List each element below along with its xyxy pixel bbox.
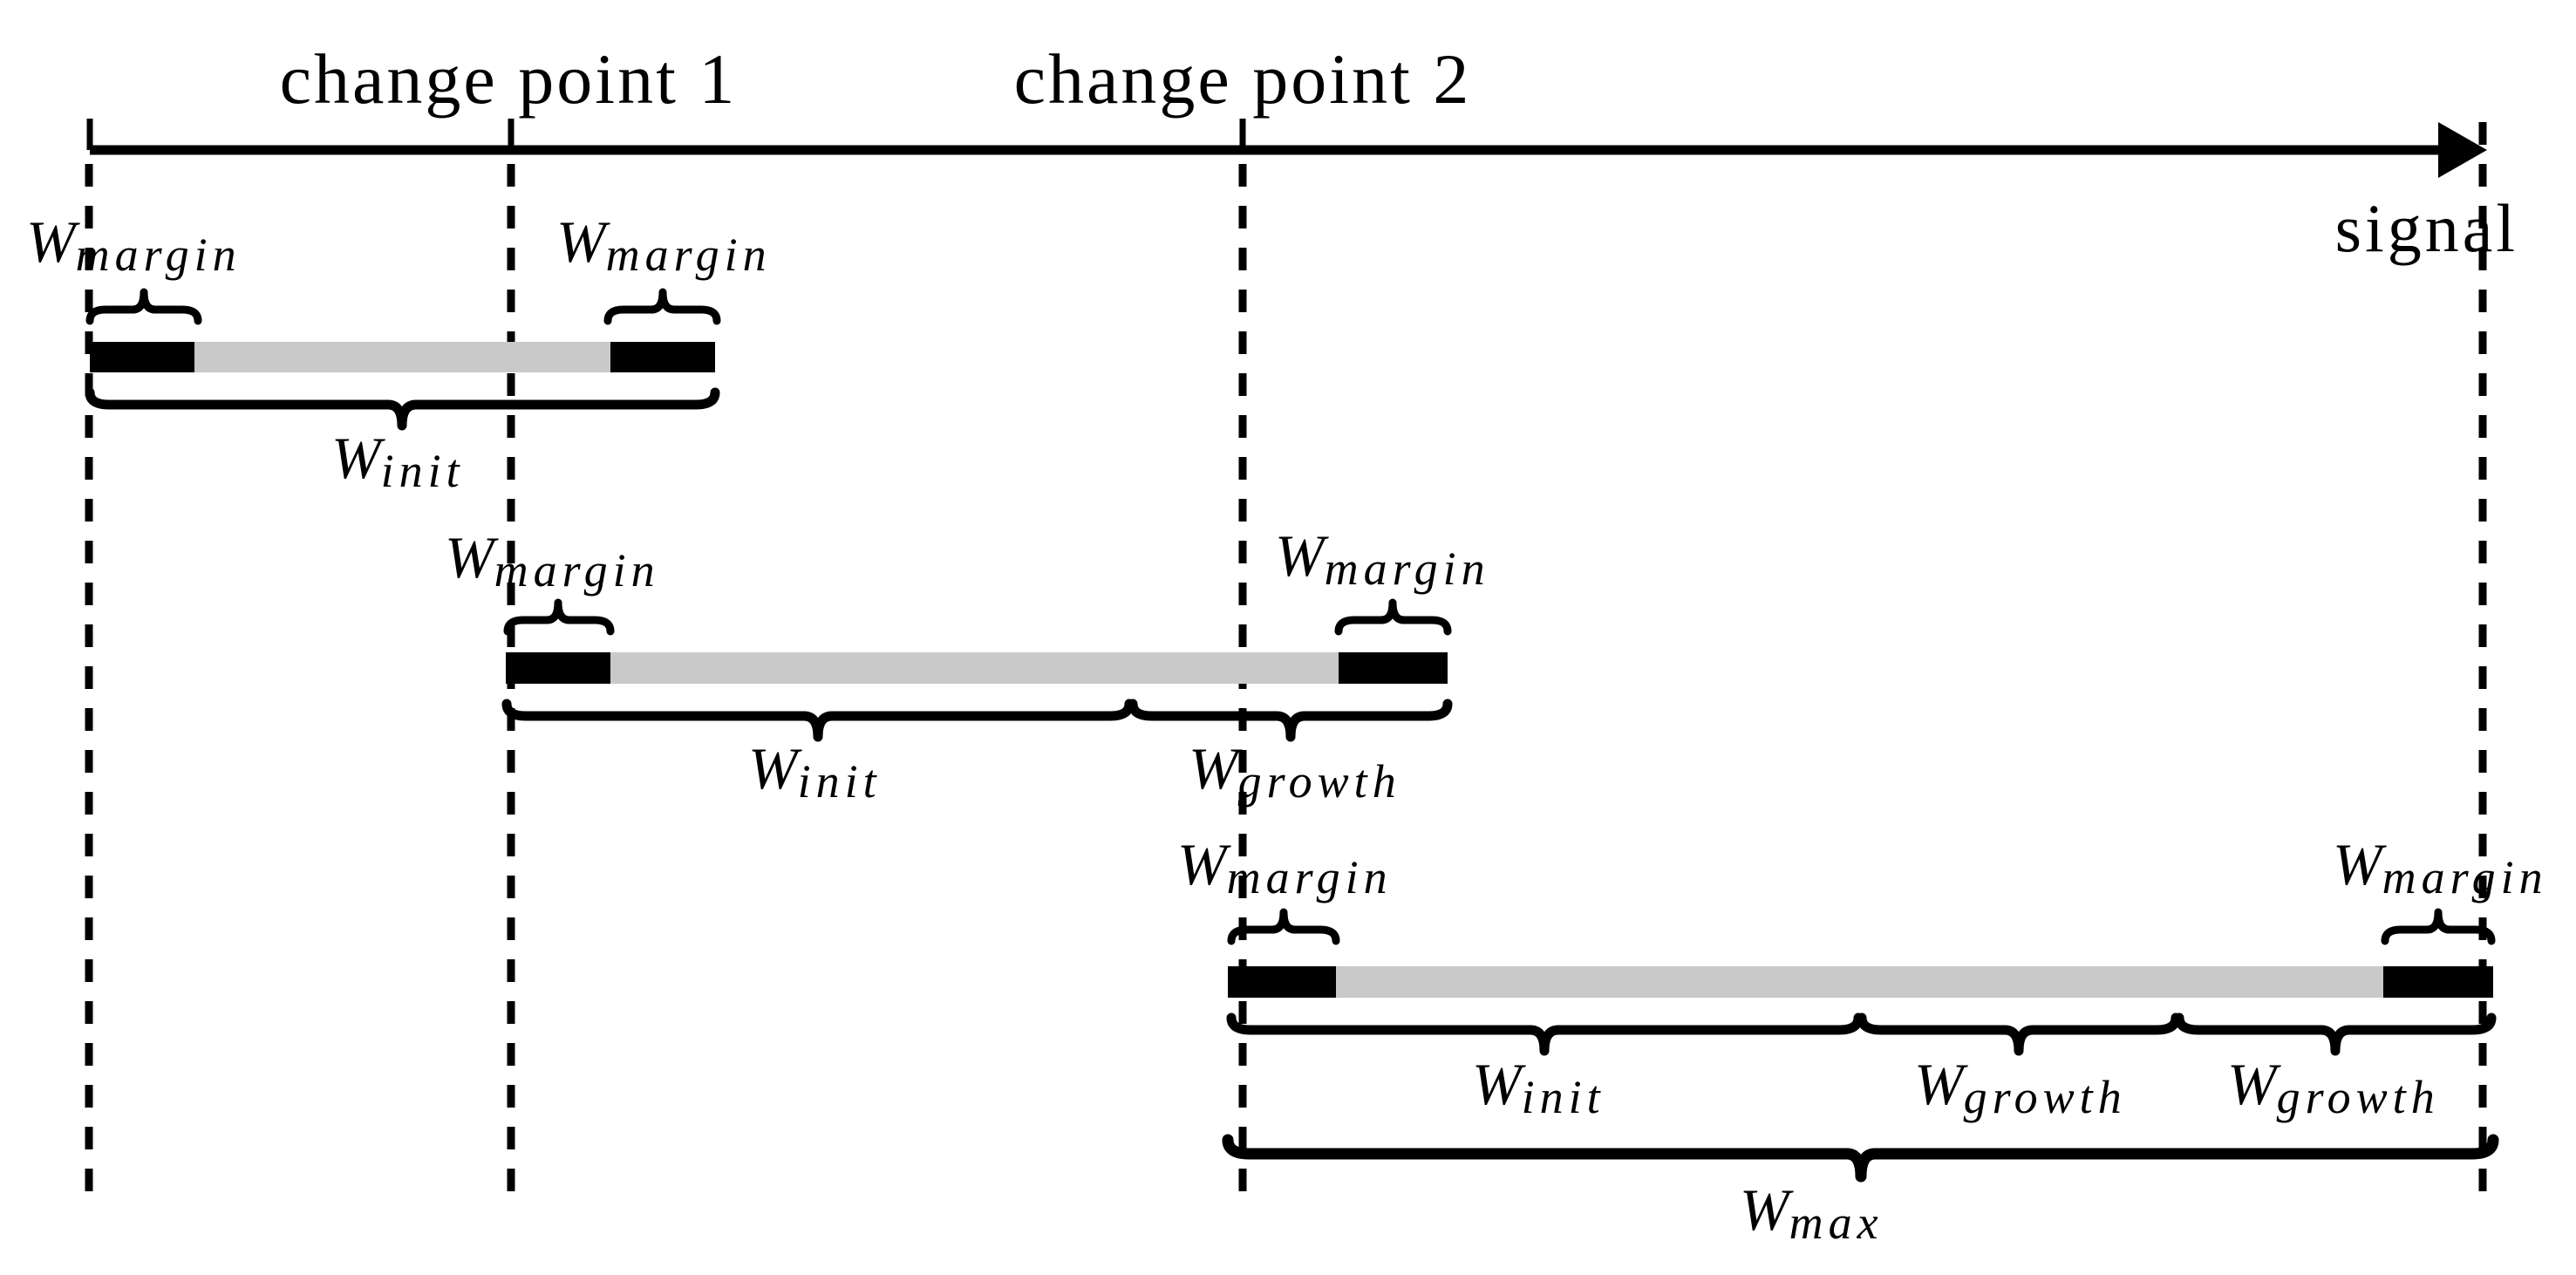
signal-axis: change point 1 change point 2 signal (86, 39, 2518, 266)
window-1-left-margin-segment (90, 342, 194, 372)
window-1-right-margin-overbrace (603, 288, 721, 325)
window-1-right-margin-label: Wmargin (556, 208, 772, 281)
window-2-left-margin-segment (506, 652, 610, 684)
change-point-1-label: change point 1 (280, 39, 738, 119)
window-2: Wmargin Wmargin Winit Wgrowth (445, 522, 1490, 808)
arrow-head-icon (2438, 122, 2487, 178)
window-2-right-margin-label: Wmargin (1275, 522, 1490, 595)
signal-label: signal (2335, 190, 2518, 266)
window-1: Wmargin Wmargin Winit (26, 208, 772, 497)
window-3-init-label: Winit (1472, 1051, 1605, 1123)
window-2-growth-label: Wgrowth (1189, 735, 1401, 808)
window-3-growth-label-1: Wgrowth (1914, 1051, 2127, 1123)
window-2-right-margin-segment (1339, 652, 1448, 684)
window-1-bar (90, 342, 715, 372)
window-2-bar (506, 652, 1448, 684)
window-1-right-margin-segment (610, 342, 715, 372)
window-2-init-underbrace (501, 699, 1135, 742)
window-3-max-underbrace (1222, 1134, 2499, 1183)
window-3-left-margin-label: Wmargin (1177, 831, 1393, 903)
window-3-max-label: Wmax (1740, 1176, 1884, 1249)
window-1-left-margin-overbrace (85, 288, 202, 325)
window-2-left-margin-label: Wmargin (445, 524, 660, 597)
window-1-left-margin-label: Wmargin (26, 208, 242, 281)
window-3-bar (1228, 966, 2493, 998)
window-3-right-margin-segment (2383, 966, 2493, 998)
window-3-init-underbrace (1226, 1012, 1864, 1056)
window-2-init-label: Winit (748, 735, 882, 808)
window-3: Wmargin Wmargin Winit Wgrowth Wgrowth Wm… (1177, 831, 2548, 1249)
window-2-left-margin-overbrace (503, 598, 615, 636)
window-3-growth-underbrace-1 (1857, 1012, 2181, 1056)
window-3-right-margin-label: Wmargin (2333, 831, 2548, 903)
window-3-growth-underbrace-2 (2174, 1012, 2497, 1056)
window-1-init-label: Winit (331, 425, 465, 497)
window-3-left-margin-overbrace (1227, 908, 1340, 945)
window-3-left-margin-segment (1228, 966, 1336, 998)
window-2-right-margin-overbrace (1334, 598, 1452, 636)
window-1-init-underbrace (85, 387, 720, 431)
window-3-growth-label-2: Wgrowth (2227, 1051, 2440, 1123)
window-3-right-margin-overbrace (2381, 908, 2496, 945)
window-2-core-segment (506, 652, 1448, 684)
window-2-growth-underbrace (1128, 699, 1453, 742)
window-3-core-segment (1228, 966, 2493, 998)
change-point-2-label: change point 2 (1014, 39, 1472, 119)
